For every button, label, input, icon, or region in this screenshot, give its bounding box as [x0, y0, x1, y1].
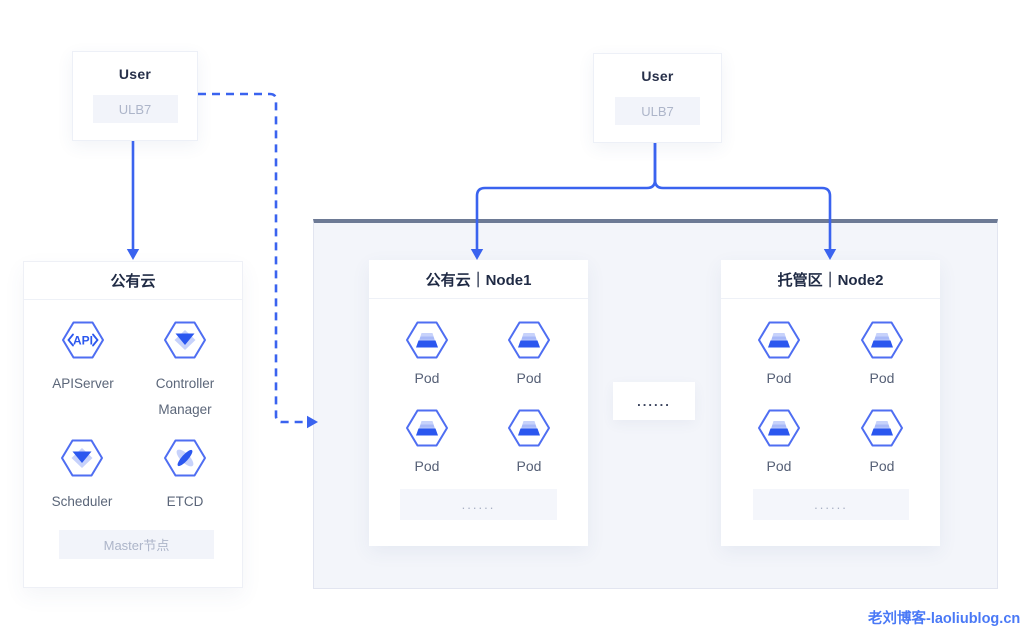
- etcd-component: ETCD: [139, 438, 231, 515]
- scheduler-component: Scheduler: [36, 438, 128, 515]
- node1-box: 公有云｜Node1 Pod Pod Pod Pod ......: [369, 260, 588, 546]
- ulb-badge: ULB7: [92, 95, 178, 123]
- pod-label: Pod: [414, 458, 440, 474]
- master-node-badge: Master节点: [59, 530, 214, 559]
- pod-label: Pod: [869, 458, 895, 474]
- user-box-left: User ULB7: [72, 51, 198, 141]
- pod-cell: Pod: [737, 320, 821, 386]
- pod-hexagon-icon: [508, 409, 550, 447]
- component-label: Scheduler: [51, 494, 113, 509]
- pod-cell: Pod: [840, 408, 924, 474]
- pod-label: Pod: [766, 458, 792, 474]
- more-pods-strip: ......: [753, 489, 909, 520]
- user-title: User: [641, 68, 674, 84]
- pod-cell: Pod: [487, 320, 571, 386]
- pod-label: Pod: [414, 370, 440, 386]
- pod-hexagon-icon: [758, 409, 800, 447]
- pod-cell: Pod: [385, 320, 469, 386]
- node2-title: 托管区｜Node2: [721, 260, 940, 299]
- public-cloud-title: 公有云: [24, 262, 242, 300]
- node1-title: 公有云｜Node1: [369, 260, 588, 299]
- public-cloud-master-box: 公有云 APIServer Controller Manager Schedul…: [23, 261, 243, 588]
- component-label: Controller Manager: [155, 376, 215, 417]
- pod-hexagon-icon: [861, 321, 903, 359]
- watermark: 老刘博客-laoliublog.cn: [868, 611, 1021, 627]
- pod-label: Pod: [869, 370, 895, 386]
- scheduler-hexagon-icon: [61, 439, 103, 477]
- apiserver-component: APIServer: [37, 320, 129, 397]
- pod-hexagon-icon: [861, 409, 903, 447]
- pod-hexagon-icon: [406, 321, 448, 359]
- api-hexagon-icon: [62, 321, 104, 359]
- pod-hexagon-icon: [758, 321, 800, 359]
- pod-label: Pod: [766, 370, 792, 386]
- pod-hexagon-icon: [406, 409, 448, 447]
- pod-label: Pod: [516, 458, 542, 474]
- pod-cell: Pod: [385, 408, 469, 474]
- arrowhead-down-icon: [126, 249, 140, 260]
- pod-hexagon-icon: [508, 321, 550, 359]
- controller-hexagon-icon: [164, 321, 206, 359]
- more-pods-strip: ......: [400, 489, 557, 520]
- pod-cell: Pod: [487, 408, 571, 474]
- etcd-hexagon-icon: [164, 439, 206, 477]
- pod-cell: Pod: [840, 320, 924, 386]
- user-title: User: [118, 66, 152, 82]
- ulb-badge: ULB7: [615, 97, 700, 125]
- component-label: ETCD: [166, 494, 204, 509]
- user-box-right: User ULB7: [593, 53, 722, 143]
- pod-label: Pod: [516, 370, 542, 386]
- more-nodes-card: ......: [613, 382, 695, 420]
- component-label: APIServer: [52, 376, 114, 391]
- controller-manager-component: Controller Manager: [139, 320, 231, 423]
- pod-cell: Pod: [737, 408, 821, 474]
- node2-box: 托管区｜Node2 Pod Pod Pod Pod ......: [721, 260, 940, 546]
